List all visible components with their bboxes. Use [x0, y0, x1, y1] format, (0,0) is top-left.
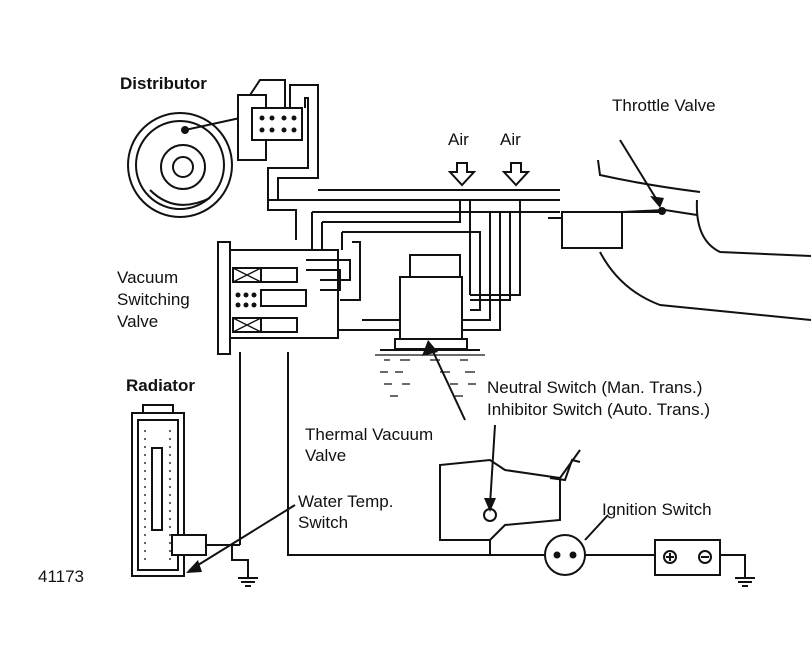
throttle-body-drawing: [548, 159, 811, 321]
ignition-switch-drawing: [544, 534, 721, 576]
water-temp-switch-label-line-1: Water Temp.: [298, 492, 394, 511]
vacuum-switching-valve-label-line-2: Switching: [117, 290, 190, 309]
inhibitor-switch-label: Inhibitor Switch (Auto. Trans.): [487, 400, 710, 419]
leader-arrows: [186, 139, 664, 573]
neutral-switch-label: Neutral Switch (Man. Trans.): [487, 378, 703, 397]
radiator-drawing: [131, 404, 240, 577]
vacuum-switching-valve-label-line-1: Vacuum: [117, 268, 179, 287]
figure-id: 41173: [38, 567, 85, 586]
radiator-label: Radiator: [126, 376, 195, 395]
thermal-vacuum-valve-drawing: [375, 254, 485, 397]
vacuum-switching-valve-label-line-3: Valve: [117, 312, 159, 331]
air-label-2: Air: [500, 130, 521, 149]
air-arrows: [447, 162, 531, 187]
transmission-drawing: [439, 449, 581, 541]
thermal-vacuum-valve-label-line-1: Thermal Vacuum: [305, 425, 434, 444]
wiring: [231, 352, 755, 587]
water-temp-switch-label-line-2: Switch: [298, 513, 349, 532]
thermal-vacuum-valve-label-line-2: Valve: [305, 446, 347, 465]
vacuum-lines: [267, 84, 560, 331]
ignition-switch-label: Ignition Switch: [602, 500, 712, 519]
air-label-1: Air: [448, 130, 469, 149]
throttle-valve-label: Throttle Valve: [612, 96, 716, 115]
distributor-label: Distributor: [120, 74, 207, 93]
distributor-drawing: [127, 79, 303, 218]
vacuum-switching-valve-drawing: [217, 241, 351, 355]
